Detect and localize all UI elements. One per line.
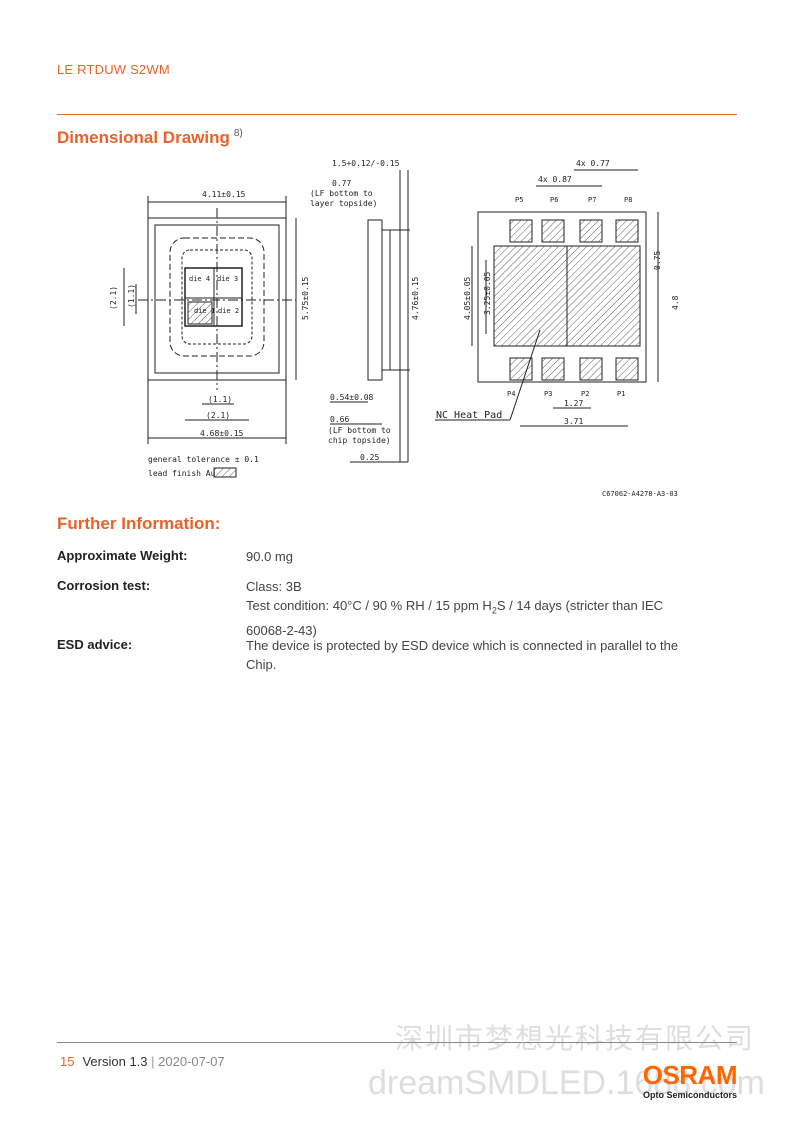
esd-label: ESD advice: — [57, 637, 133, 652]
osram-logo: OSRAM Opto Semiconductors — [637, 1060, 738, 1100]
dim-066: 0.66 — [330, 415, 349, 424]
dim-405: 4.05±0.05 — [463, 276, 472, 320]
note-tolerance: general tolerance ± 0.1 — [148, 455, 259, 464]
pin-p3: P3 — [544, 390, 552, 398]
note-lf-chip-2: chip topside) — [328, 436, 391, 445]
pin-p2: P2 — [581, 390, 589, 398]
dim-075: 0.75 — [653, 251, 662, 270]
pin-p1: P1 — [617, 390, 625, 398]
logo-brand: OSRAM — [642, 1060, 738, 1090]
dim-575: 5.75±0.15 — [301, 276, 310, 320]
version: Version 1.3 — [82, 1054, 148, 1069]
further-information-heading: Further Information: — [57, 514, 221, 533]
esd-value: The device is protected by ESD device wh… — [246, 638, 679, 672]
header-divider — [57, 114, 737, 115]
dim-4x087: 4x 0.87 — [538, 175, 572, 184]
label-die4: die 4 — [189, 275, 210, 283]
label-die2: die 2 — [218, 307, 239, 315]
drawing-code: C67062-A4278-A3-03 — [602, 490, 678, 498]
dim-side-top: 1.5+0.12/-0.15 — [332, 159, 400, 168]
pin-p4: P4 — [507, 390, 515, 398]
weight-value: 90.0 mg — [246, 549, 293, 564]
weight-label: Approximate Weight: — [57, 548, 188, 563]
dim-11-left: (1.1) — [127, 284, 136, 308]
dim-lf-077: 0.77 — [332, 179, 351, 188]
logo-tagline: Opto Semiconductors — [642, 1090, 737, 1100]
dimensional-drawing: 4.11±0.15 1.5+0.12/-0.15 0.77 (LF bottom… — [110, 159, 680, 498]
dim-21-bottom: (2.1) — [206, 411, 230, 420]
corrosion-standard: 60068-2-43) — [246, 622, 317, 638]
pin-p6: P6 — [550, 196, 558, 204]
release-date: 2020-07-07 — [158, 1054, 225, 1069]
dim-371: 3.71 — [564, 417, 583, 426]
dim-4x077: 4x 0.77 — [576, 159, 610, 168]
dim-476: 4.76±0.15 — [411, 276, 420, 320]
label-die1: die 1 — [194, 307, 215, 315]
dim-468: 4.68±0.15 — [200, 429, 244, 438]
corrosion-value: Class: 3B Test condition: 40°C / 90 % RH… — [246, 577, 726, 640]
dim-11-bottom: (1.1) — [208, 395, 232, 404]
dim-325: 3.25±0.05 — [483, 271, 492, 315]
dim-21-left: (2.1) — [110, 286, 118, 310]
footer-divider — [57, 1042, 737, 1043]
note-lf-layer-2: layer topside) — [310, 199, 377, 208]
watermark-url: dreamSMDLED.1688.com — [368, 1064, 765, 1102]
label-nc-heat-pad: NC Heat Pad — [436, 410, 502, 421]
footer-info: 15 Version 1.3 | 2020-07-07 — [60, 1054, 225, 1069]
dim-127: 1.27 — [564, 399, 583, 408]
watermark-company: 深圳市梦想光科技有限公司 — [395, 1023, 756, 1054]
label-die3: die 3 — [217, 275, 238, 283]
pin-p5: P5 — [515, 196, 523, 204]
pin-p7: P7 — [588, 196, 596, 204]
note-lf-layer-1: (LF bottom to — [310, 189, 373, 198]
dim-025: 0.25 — [360, 453, 379, 462]
dim-48: 4.8 — [671, 295, 680, 310]
pin-p8: P8 — [624, 196, 632, 204]
corrosion-class: Class: 3B — [246, 579, 302, 594]
page-number: 15 — [60, 1054, 75, 1069]
corrosion-condition: Test condition: 40°C / 90 % RH / 15 ppm … — [246, 598, 664, 616]
corrosion-label: Corrosion test: — [57, 578, 151, 593]
footer-separator: | — [151, 1054, 155, 1069]
note-lf-chip-1: (LF bottom to — [328, 426, 391, 435]
dim-054: 0.54±0.08 — [330, 393, 374, 402]
document-title: LE RTDUW S2WM — [57, 62, 170, 77]
dim-top-width: 4.11±0.15 — [202, 190, 246, 199]
note-lead-finish: lead finish Au — [148, 469, 216, 478]
footnote-ref: 8) — [233, 128, 243, 139]
